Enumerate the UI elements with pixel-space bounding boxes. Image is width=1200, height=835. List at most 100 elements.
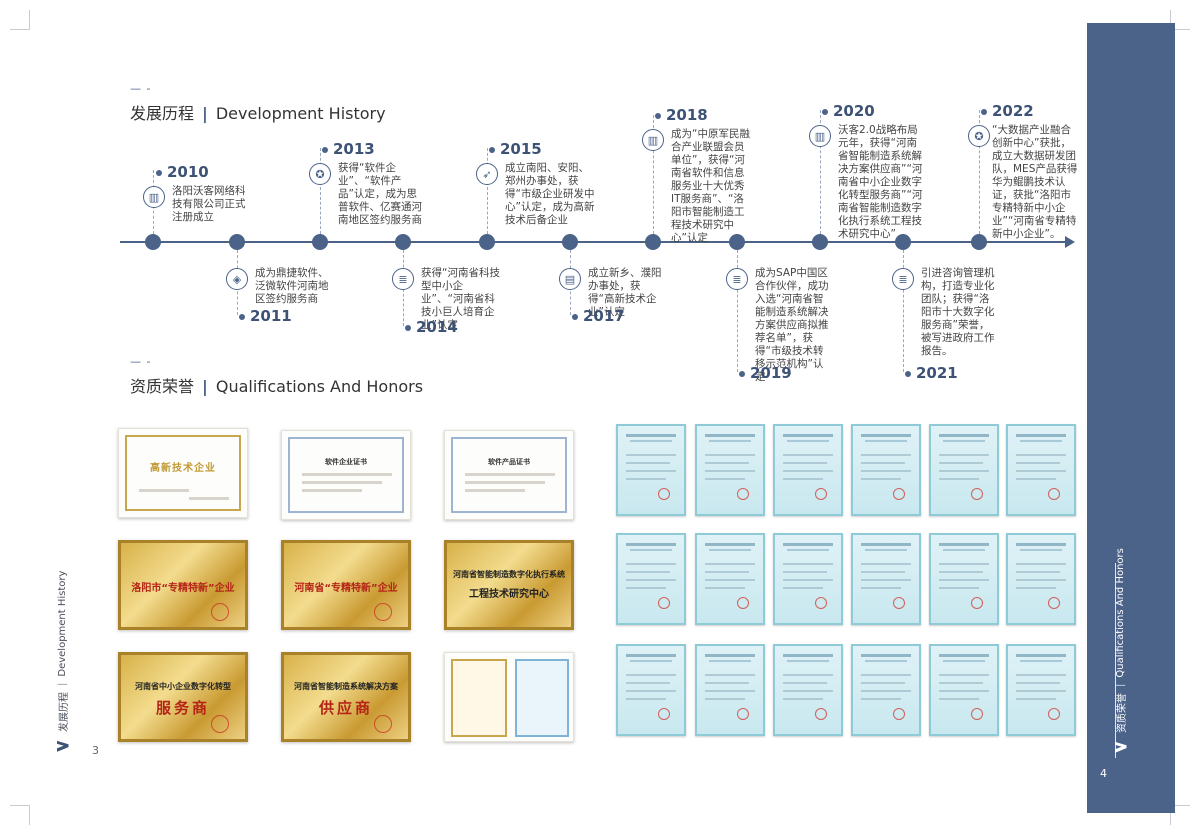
cert-software-enterprise: 软件企业证书 <box>281 430 411 520</box>
event-text-2018: 成为“中原军民融合产业联盟会员单位”，获得“河南省软件和信息服务业十大优秀IT服… <box>671 128 750 244</box>
software-copyright-cert <box>616 533 686 625</box>
cert-title: 服务商 <box>155 699 210 717</box>
event-text-2013: 获得“软件企业”、“软件产品”认定，成为思普软件、亿赛通河南地区签约服务商 <box>338 162 422 226</box>
medal-icon: ✪ <box>309 163 331 185</box>
side-left-en: Development History <box>57 570 68 677</box>
cert-title: 河南省智能制造数字化执行系统 <box>453 570 565 579</box>
event-text-2015: 成立南阳、安阳、郑州办事处，获得“市级企业研发中心”认定，成为高新技术后备企业 <box>505 162 595 226</box>
building-icon: ▥ <box>143 186 165 208</box>
cert-software-product: 软件产品证书 <box>444 430 574 520</box>
cert-title: 河南省智能制造系统解决方案 <box>294 682 398 691</box>
year-label-2014: 2014 <box>405 318 458 336</box>
building-icon: ▥ <box>809 125 831 147</box>
software-copyright-cert <box>851 424 921 516</box>
page-number-right: 4 <box>1100 767 1107 780</box>
timeline-node-2011 <box>229 234 245 250</box>
software-copyright-cert <box>695 644 765 736</box>
timeline-stem <box>487 148 488 234</box>
cert-title: 工程技术研究中心 <box>469 589 549 600</box>
timeline-stem <box>320 148 321 234</box>
cert-title: 河南省中小企业数字化转型 <box>135 682 231 691</box>
honors-section-title: — - 资质荣誉 | Qualifications And Honors <box>130 355 424 397</box>
software-copyright-cert <box>929 533 999 625</box>
software-copyright-cert <box>929 644 999 736</box>
timeline-node-2022 <box>971 234 987 250</box>
cert-title: 供应商 <box>318 699 373 717</box>
history-title-cn: 发展历程 <box>130 104 195 123</box>
medal-icon: ✪ <box>968 125 990 147</box>
timeline-node-2017 <box>562 234 578 250</box>
software-copyright-cert <box>851 644 921 736</box>
timeline-stem <box>903 250 904 372</box>
year-label-2011: 2011 <box>239 307 292 325</box>
cert-luoyang-zjtx: 洛阳市“专精特新”企业 <box>118 540 248 630</box>
side-left-cn: 发展历程 <box>59 692 70 732</box>
year-label-2018: 2018 <box>655 106 708 124</box>
section-dash: — - <box>130 82 152 95</box>
cert-smart-manufacturing: 河南省智能制造系统解决方案 供应商 <box>281 652 411 742</box>
building-icon: ▥ <box>642 129 664 151</box>
document-icon: ≣ <box>726 268 748 290</box>
timeline-node-2015 <box>479 234 495 250</box>
right-blue-panel: 资质荣誉 | Qualifications And Honors 4 <box>1087 23 1175 813</box>
cert-title: 高新技术企业 <box>150 463 216 474</box>
rocket-icon: ➶ <box>476 163 498 185</box>
section-dash: — - <box>130 355 152 368</box>
event-text-2020: 沃客2.0战略布局元年，获得“河南省智能制造系统解决方案供应商”“河南省中小企业… <box>838 124 923 240</box>
timeline-node-2010 <box>145 234 161 250</box>
corner-mark <box>1170 10 1190 30</box>
software-copyright-cert <box>616 424 686 516</box>
year-label-2021: 2021 <box>905 364 958 382</box>
timeline-arrow-icon <box>1065 236 1075 248</box>
timeline-node-2018 <box>645 234 661 250</box>
certificate-icon: ▤ <box>559 268 581 290</box>
corner-mark <box>1170 805 1190 825</box>
timeline-axis <box>120 241 1070 243</box>
side-right-cn: 资质荣誉 <box>1117 693 1128 733</box>
year-label-2019: 2019 <box>739 364 792 382</box>
timeline-stem <box>653 115 654 234</box>
logo-icon <box>1115 739 1127 753</box>
corner-mark <box>10 10 30 30</box>
timeline-node-2020 <box>812 234 828 250</box>
cert-research-center: 河南省智能制造数字化执行系统 工程技术研究中心 <box>444 540 574 630</box>
event-text-2021: 引进咨询管理机构，打造专业化团队；获得“洛阳市十大数字化服务商”荣誉，被写进政府… <box>921 267 995 357</box>
timeline-stem <box>979 110 980 234</box>
document-icon: ≣ <box>892 268 914 290</box>
software-copyright-cert <box>773 424 843 516</box>
timeline-node-2014 <box>395 234 411 250</box>
software-copyright-cert <box>851 533 921 625</box>
cert-title: 洛阳市“专精特新”企业 <box>131 583 235 594</box>
cert-title: 软件产品证书 <box>488 458 530 466</box>
software-copyright-cert <box>616 644 686 736</box>
history-section-title: — - 发展历程 | Development History <box>130 82 386 124</box>
title-separator: | <box>202 377 208 396</box>
cert-henan-zjtx: 河南省“专精特新”企业 <box>281 540 411 630</box>
corner-mark <box>10 805 30 825</box>
software-copyright-cert <box>1006 424 1076 516</box>
year-label-2013: 2013 <box>322 140 375 158</box>
event-text-2017: 成立新乡、濮阳办事处，获得“高新技术企业”认定 <box>588 267 662 318</box>
software-copyright-cert <box>929 424 999 516</box>
year-label-2017: 2017 <box>572 307 625 325</box>
software-copyright-cert <box>695 424 765 516</box>
title-separator: | <box>202 104 208 123</box>
software-copyright-cert <box>773 644 843 736</box>
honors-title-cn: 资质荣誉 <box>130 377 195 396</box>
cert-title: 软件企业证书 <box>325 458 367 466</box>
cert-sme-digital: 河南省中小企业数字化转型 服务商 <box>118 652 248 742</box>
logo-icon <box>57 738 69 752</box>
year-label-2010: 2010 <box>156 163 209 181</box>
timeline-node-2019 <box>729 234 745 250</box>
history-title-en: Development History <box>215 104 386 123</box>
event-text-2010: 洛阳沃客网络科技有限公司正式注册成立 <box>172 185 246 223</box>
honors-title-en: Qualifications And Honors <box>215 377 424 396</box>
cert-high-tech: 高新技术企业 <box>118 428 248 518</box>
cert-title: 河南省“专精特新”企业 <box>294 583 398 594</box>
handshake-icon: ◈ <box>226 268 248 290</box>
year-label-2020: 2020 <box>822 102 875 120</box>
timeline-node-2013 <box>312 234 328 250</box>
event-text-2014: 获得“河南省科技型中小企业”、“河南省科技小巨人培育企业”认定 <box>421 267 500 331</box>
side-right-en: Qualifications And Honors <box>1115 548 1126 678</box>
